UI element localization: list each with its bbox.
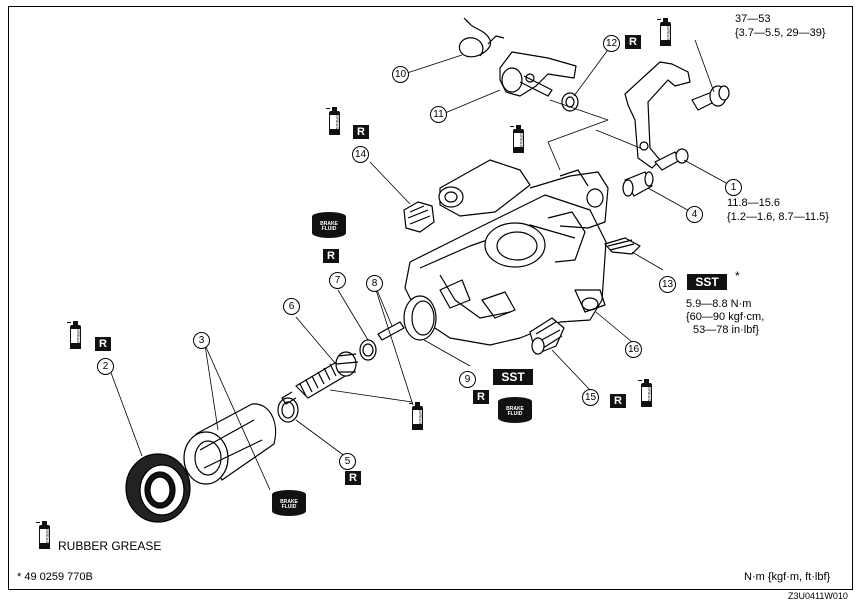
callout-5: 5: [339, 453, 356, 470]
replace-badge-14: R: [353, 125, 369, 139]
snap-ring-drawing: [277, 397, 299, 423]
bracket-drawing: [624, 61, 691, 169]
adjuster-spindle-drawing: [281, 351, 359, 405]
torque-bleeder-line3: 53—78 in·lbf}: [693, 324, 760, 336]
replace-badge-9: R: [473, 390, 489, 404]
callout-6: 6: [283, 298, 300, 315]
torque-guide-bolt-line2: {1.2—1.6, 8.7—11.5}: [727, 211, 829, 223]
seal-drawing: [561, 92, 579, 112]
o-ring-drawing: [359, 339, 377, 361]
callout-3: 3: [193, 332, 210, 349]
callout-9: 9: [459, 371, 476, 388]
callout-14: 14: [352, 146, 369, 163]
callout-7: 7: [329, 272, 346, 289]
caliper-body-drawing: [404, 159, 609, 346]
spring-drawing: [458, 17, 505, 58]
dust-seal-drawing: [125, 453, 191, 523]
callout-12: 12: [603, 35, 620, 52]
diagram-frame: [8, 6, 853, 590]
legend-units: N·m {kgf·m, ft·lbf}: [744, 571, 831, 583]
pin-drawing: [377, 321, 405, 341]
callout-13: 13: [659, 276, 676, 293]
brake-fluid-icon: BRAKE FLUID: [312, 212, 346, 242]
legend-sst-number: * 49 0259 770B: [17, 571, 93, 583]
callout-2: 2: [97, 358, 114, 375]
callout-4: 4: [686, 206, 703, 223]
operating-lever-drawing: [499, 51, 577, 97]
brake-fluid-icon: BRAKE FLUID: [498, 397, 532, 427]
sst-badge-9: SST: [493, 369, 533, 385]
grease-can-icon: GREASE: [326, 107, 340, 135]
boot-drawing: [622, 171, 654, 197]
piston-seal-drawing: [403, 295, 437, 341]
grease-can-icon: GREASE: [510, 125, 524, 153]
callout-1: 1: [725, 179, 742, 196]
replace-badge-12: R: [625, 35, 641, 49]
torque-bleeder-line2: {60—90 kgf·cm,: [686, 311, 765, 323]
dust-boot-drawing: [403, 201, 435, 233]
replace-badge-5: R: [345, 471, 361, 485]
callout-15: 15: [582, 389, 599, 406]
callout-11: 11: [430, 106, 447, 123]
bleeder-screw-drawing: [604, 237, 641, 255]
grease-can-icon: GREASE: [409, 402, 423, 430]
figure-code: Z3U0411W010: [788, 591, 848, 601]
torque-guide-bolt-line1: 11.8—15.6: [727, 197, 781, 209]
torque-bracket-bolt-line1: 37—53: [735, 13, 771, 25]
sst-asterisk: *: [735, 269, 740, 283]
grease-can-icon: GREASE: [638, 379, 652, 407]
sst-badge-13: SST: [687, 274, 727, 290]
torque-bleeder-line1: 5.9—8.8 N·m: [686, 298, 752, 310]
torque-bracket-bolt-line2: {3.7—5.5, 29—39}: [735, 27, 826, 39]
replace-badge-7: R: [323, 249, 339, 263]
piston-drawing: [183, 403, 277, 485]
replace-badge-15: R: [610, 394, 626, 408]
guide-bolt-drawing: [654, 148, 689, 171]
grease-can-icon: GREASE: [657, 18, 671, 46]
grease-can-icon: GREASE: [67, 321, 81, 349]
legend-rubber-grease: RUBBER GREASE: [58, 539, 162, 553]
grease-can-legend-icon: GREASE: [36, 521, 50, 549]
callout-10: 10: [392, 66, 409, 83]
guide-pin-boot-drawing: [529, 317, 565, 355]
bracket-bolt-drawing: [691, 85, 730, 111]
callout-16: 16: [625, 341, 642, 358]
replace-badge-2: R: [95, 337, 111, 351]
brake-fluid-icon: BRAKE FLUID: [272, 490, 306, 520]
callout-8: 8: [366, 275, 383, 292]
